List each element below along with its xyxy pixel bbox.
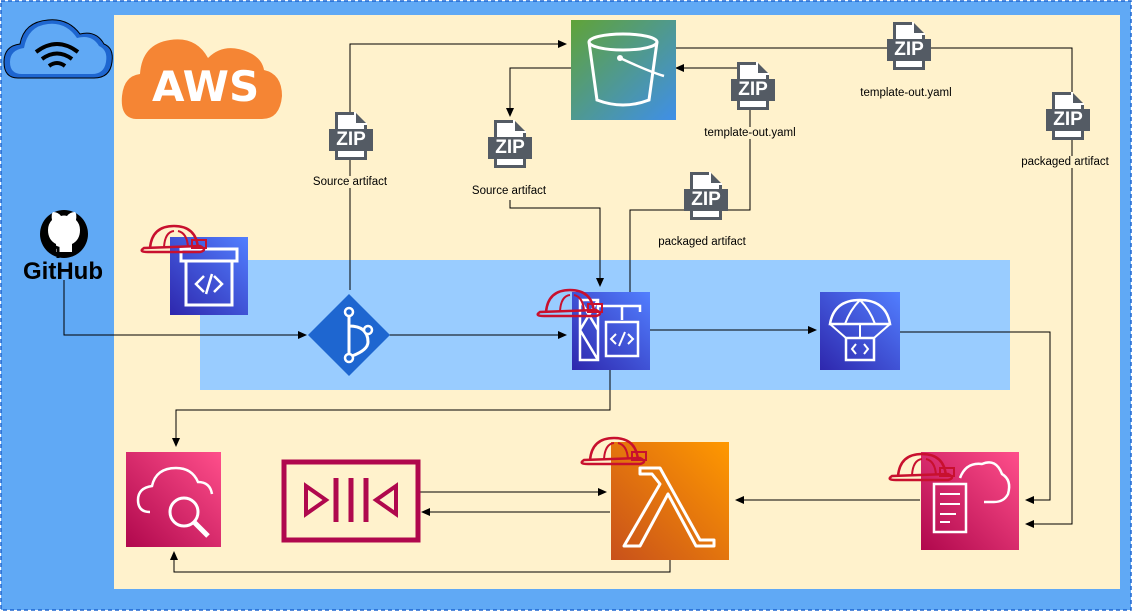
github-icon xyxy=(40,210,88,258)
zip-text: ZIP xyxy=(1053,109,1083,130)
step-functions-icon xyxy=(281,459,421,543)
codepipeline-icon xyxy=(170,237,248,315)
zip-text: ZIP xyxy=(738,79,768,100)
zip-text: ZIP xyxy=(691,189,721,210)
caption-source-artifact: Source artifact xyxy=(311,176,389,188)
caption-packaged-artifact: packaged artifact xyxy=(657,236,747,248)
s3-bucket-icon xyxy=(571,20,676,120)
caption-packaged-artifact: packaged artifact xyxy=(1020,156,1110,168)
codecommit-icon xyxy=(308,294,390,376)
zip-text: ZIP xyxy=(336,129,366,150)
aws-cloud-icon xyxy=(121,39,283,120)
caption-template-out: template-out.yaml xyxy=(703,127,797,139)
codebuild-icon xyxy=(572,292,650,370)
cloudformation-icon xyxy=(921,452,1019,550)
caption-source-artifact: Source artifact xyxy=(470,185,548,197)
connectors xyxy=(63,40,1073,573)
internet-cloud-icon xyxy=(3,19,113,79)
zip-text: ZIP xyxy=(894,39,924,60)
cloudwatch-icon xyxy=(126,452,221,547)
github-label: GitHub xyxy=(23,258,103,285)
zip-text: ZIP xyxy=(495,137,525,158)
aws-label: AWS xyxy=(152,62,260,111)
codedeploy-icon xyxy=(820,292,900,370)
lambda-icon xyxy=(611,442,729,560)
caption-template-out: template-out.yaml xyxy=(859,87,953,99)
